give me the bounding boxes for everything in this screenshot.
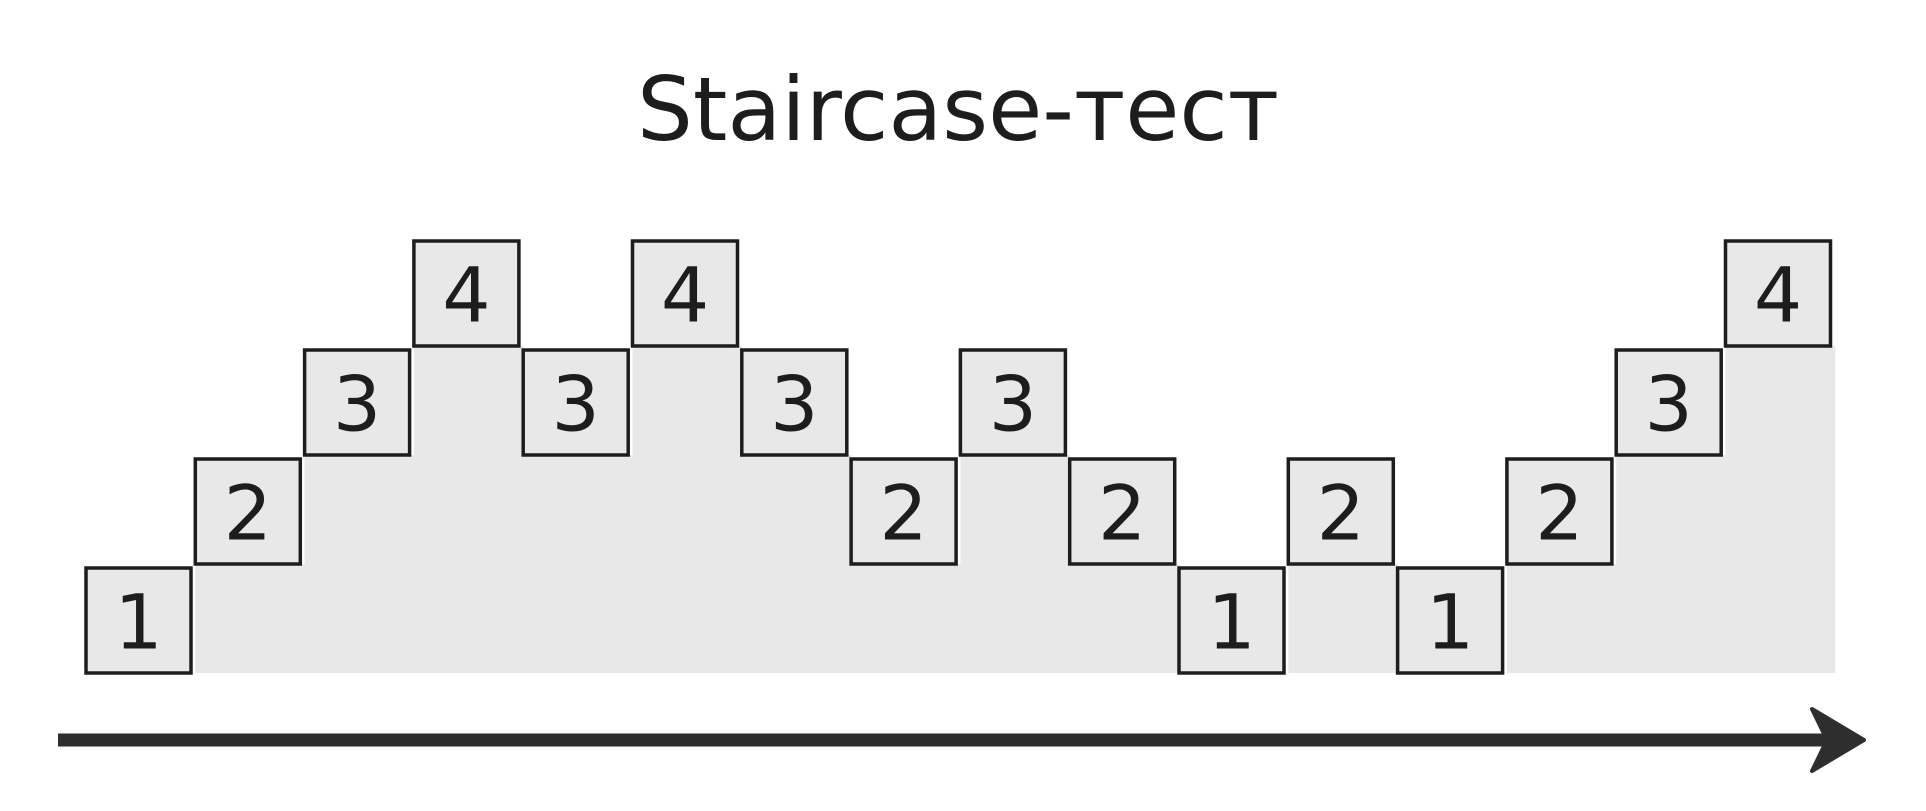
step-box-frame — [1395, 566, 1505, 675]
step-box-frame — [1505, 457, 1614, 566]
step-column — [632, 346, 743, 673]
step-box: 3 — [958, 348, 1068, 457]
step-label: 2 — [224, 469, 272, 558]
step-column — [960, 455, 1071, 673]
step-box: 2 — [849, 457, 958, 566]
step-box: 3 — [740, 348, 849, 457]
diagram-title: Staircase-тест — [637, 58, 1279, 161]
step-box-frame — [1177, 566, 1286, 675]
step-label: 3 — [989, 360, 1037, 449]
step-column — [1725, 346, 1836, 673]
step-box: 3 — [302, 348, 412, 457]
step-box: 2 — [193, 457, 303, 566]
step-column — [741, 455, 852, 673]
step-label: 3 — [1645, 360, 1693, 449]
step-box-frame — [1067, 457, 1177, 566]
step-box: 2 — [1067, 457, 1177, 566]
step-label: 1 — [1426, 578, 1474, 667]
step-label: 2 — [879, 469, 927, 558]
step-column — [851, 564, 961, 673]
step-box-frame — [1723, 239, 1833, 348]
step-box: 3 — [521, 348, 630, 457]
step-label: 4 — [661, 251, 709, 340]
step-column — [1069, 564, 1180, 673]
step-box: 4 — [412, 239, 521, 348]
step-box-frame — [412, 239, 521, 348]
step-box-frame — [84, 566, 193, 675]
step-box: 1 — [1177, 566, 1286, 675]
step-columns — [195, 346, 1836, 673]
step-box-frame — [521, 348, 630, 457]
step-column — [1506, 564, 1617, 673]
step-box: 1 — [1395, 566, 1505, 675]
step-column — [195, 564, 306, 673]
step-column — [523, 455, 633, 673]
step-box: 4 — [630, 239, 740, 348]
step-column — [1616, 455, 1726, 673]
step-label: 2 — [1098, 469, 1146, 558]
step-box-frame — [740, 348, 849, 457]
step-label: 1 — [1207, 578, 1255, 667]
time-axis — [58, 707, 1866, 773]
step-label: 4 — [1754, 251, 1802, 340]
step-box-frame — [958, 348, 1068, 457]
right-arrow-icon — [1810, 707, 1866, 773]
step-box-frame — [1614, 348, 1723, 457]
step-label: 1 — [114, 578, 162, 667]
step-box-frame — [849, 457, 958, 566]
step-label: 2 — [1317, 469, 1365, 558]
step-label: 3 — [333, 360, 381, 449]
step-label: 2 — [1535, 469, 1583, 558]
step-label: 4 — [442, 251, 490, 340]
step-box: 2 — [1286, 457, 1396, 566]
step-box: 4 — [1723, 239, 1833, 348]
step-box: 3 — [1614, 348, 1723, 457]
step-box: 2 — [1505, 457, 1614, 566]
step-box-frame — [630, 239, 740, 348]
step-column — [1288, 564, 1399, 673]
step-label: 3 — [770, 360, 818, 449]
step-box-frame — [302, 348, 412, 457]
step-box-frame — [193, 457, 303, 566]
step-label: 3 — [552, 360, 600, 449]
step-column — [304, 455, 415, 673]
step-box: 1 — [84, 566, 193, 675]
step-column — [413, 346, 524, 673]
step-box-frame — [1286, 457, 1396, 566]
